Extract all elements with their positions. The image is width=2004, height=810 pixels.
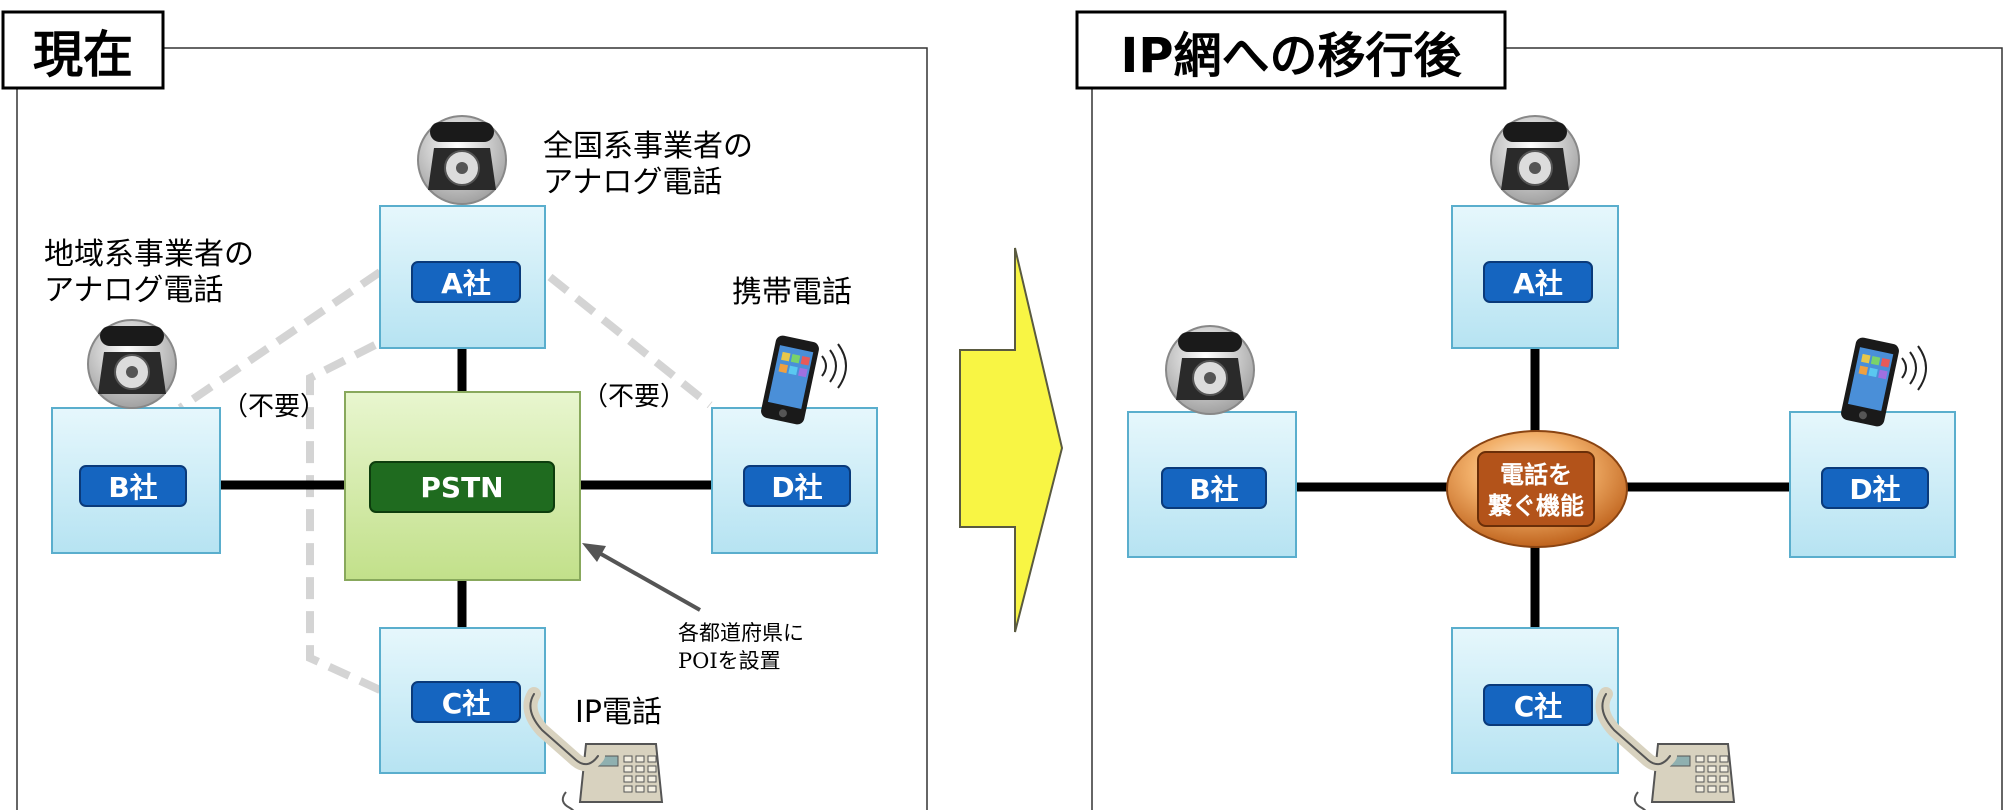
nationwide-label-line1: 全国系事業者の [543, 129, 753, 164]
rotary-phone-icon [1490, 115, 1580, 205]
left-badge-d [743, 465, 851, 507]
right-company-c: C社 [1514, 690, 1563, 723]
regional-label-line2: アナログ電話 [44, 273, 223, 308]
left-badge-a [411, 261, 521, 303]
right-panel-title: IP網への移行後 [1120, 28, 1462, 84]
mobile-label: 携帯電話 [732, 275, 852, 310]
left-badge-b [79, 465, 187, 507]
left-company-d: D社 [771, 471, 822, 504]
unnecessary-label-right: （不要） [582, 382, 686, 412]
rotary-phone-icon [87, 319, 177, 409]
left-company-c: C社 [442, 687, 491, 720]
right-company-d: D社 [1849, 473, 1900, 506]
right-title-box [1075, 10, 1507, 90]
left-company-b: B社 [108, 471, 157, 504]
rotary-phone-icon [417, 115, 507, 205]
poi-pointer-arrow [582, 543, 701, 612]
right-badge-c [1483, 684, 1593, 726]
rotary-phone-icon [1165, 325, 1255, 415]
right-company-a: A社 [1513, 267, 1563, 300]
right-company-b: B社 [1189, 473, 1238, 506]
hub-label-line2: 繋ぐ機能 [1488, 492, 1584, 520]
left-badge-c [411, 681, 521, 723]
poi-label-line1: 各都道府県に [678, 621, 804, 645]
left-panel-title: 現在 [33, 26, 133, 84]
right-badge-d [1821, 467, 1929, 509]
left-title-box [1, 10, 165, 90]
unnecessary-label-left: （不要） [222, 392, 326, 422]
nationwide-label-line2: アナログ電話 [543, 165, 722, 200]
pstn-badge [369, 461, 555, 513]
right-arrow-icon [959, 247, 1064, 633]
right-badge-b [1161, 467, 1267, 509]
right-badge-a [1483, 261, 1593, 303]
poi-label-line2: POIを設置 [678, 649, 781, 673]
ip-phone-label: IP電話 [575, 695, 662, 730]
left-company-a: A社 [441, 267, 491, 300]
hub-label-line1: 電話を [1500, 461, 1572, 489]
dashed-links [177, 268, 713, 694]
left-solid-links [220, 348, 712, 628]
regional-label-line1: 地域系事業者の [44, 237, 254, 272]
pstn-label: PSTN [420, 471, 503, 504]
connect-function-badge [1477, 451, 1595, 527]
